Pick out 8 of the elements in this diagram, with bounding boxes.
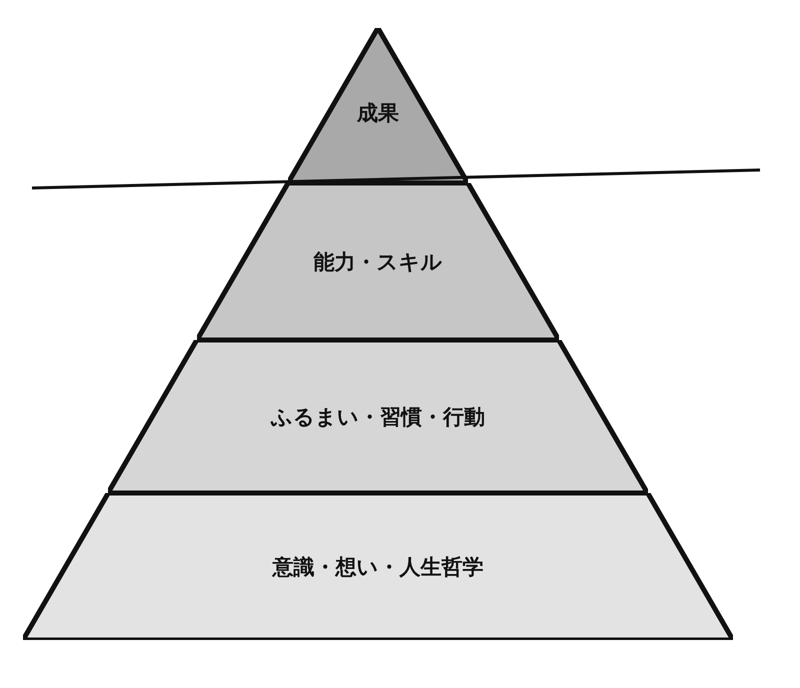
layer-label: 能力・スキル [312, 248, 444, 276]
layer-label: ふるまい・習慣・行動 [270, 404, 486, 430]
pyramid-layer [108, 340, 648, 493]
pyramid-layer [23, 493, 733, 640]
layer-label: 意識・想い・人生哲学 [270, 554, 484, 580]
pyramid-layer [197, 183, 559, 340]
pyramid-top-triangle [288, 28, 468, 183]
layer-label: 成果 [356, 100, 400, 128]
